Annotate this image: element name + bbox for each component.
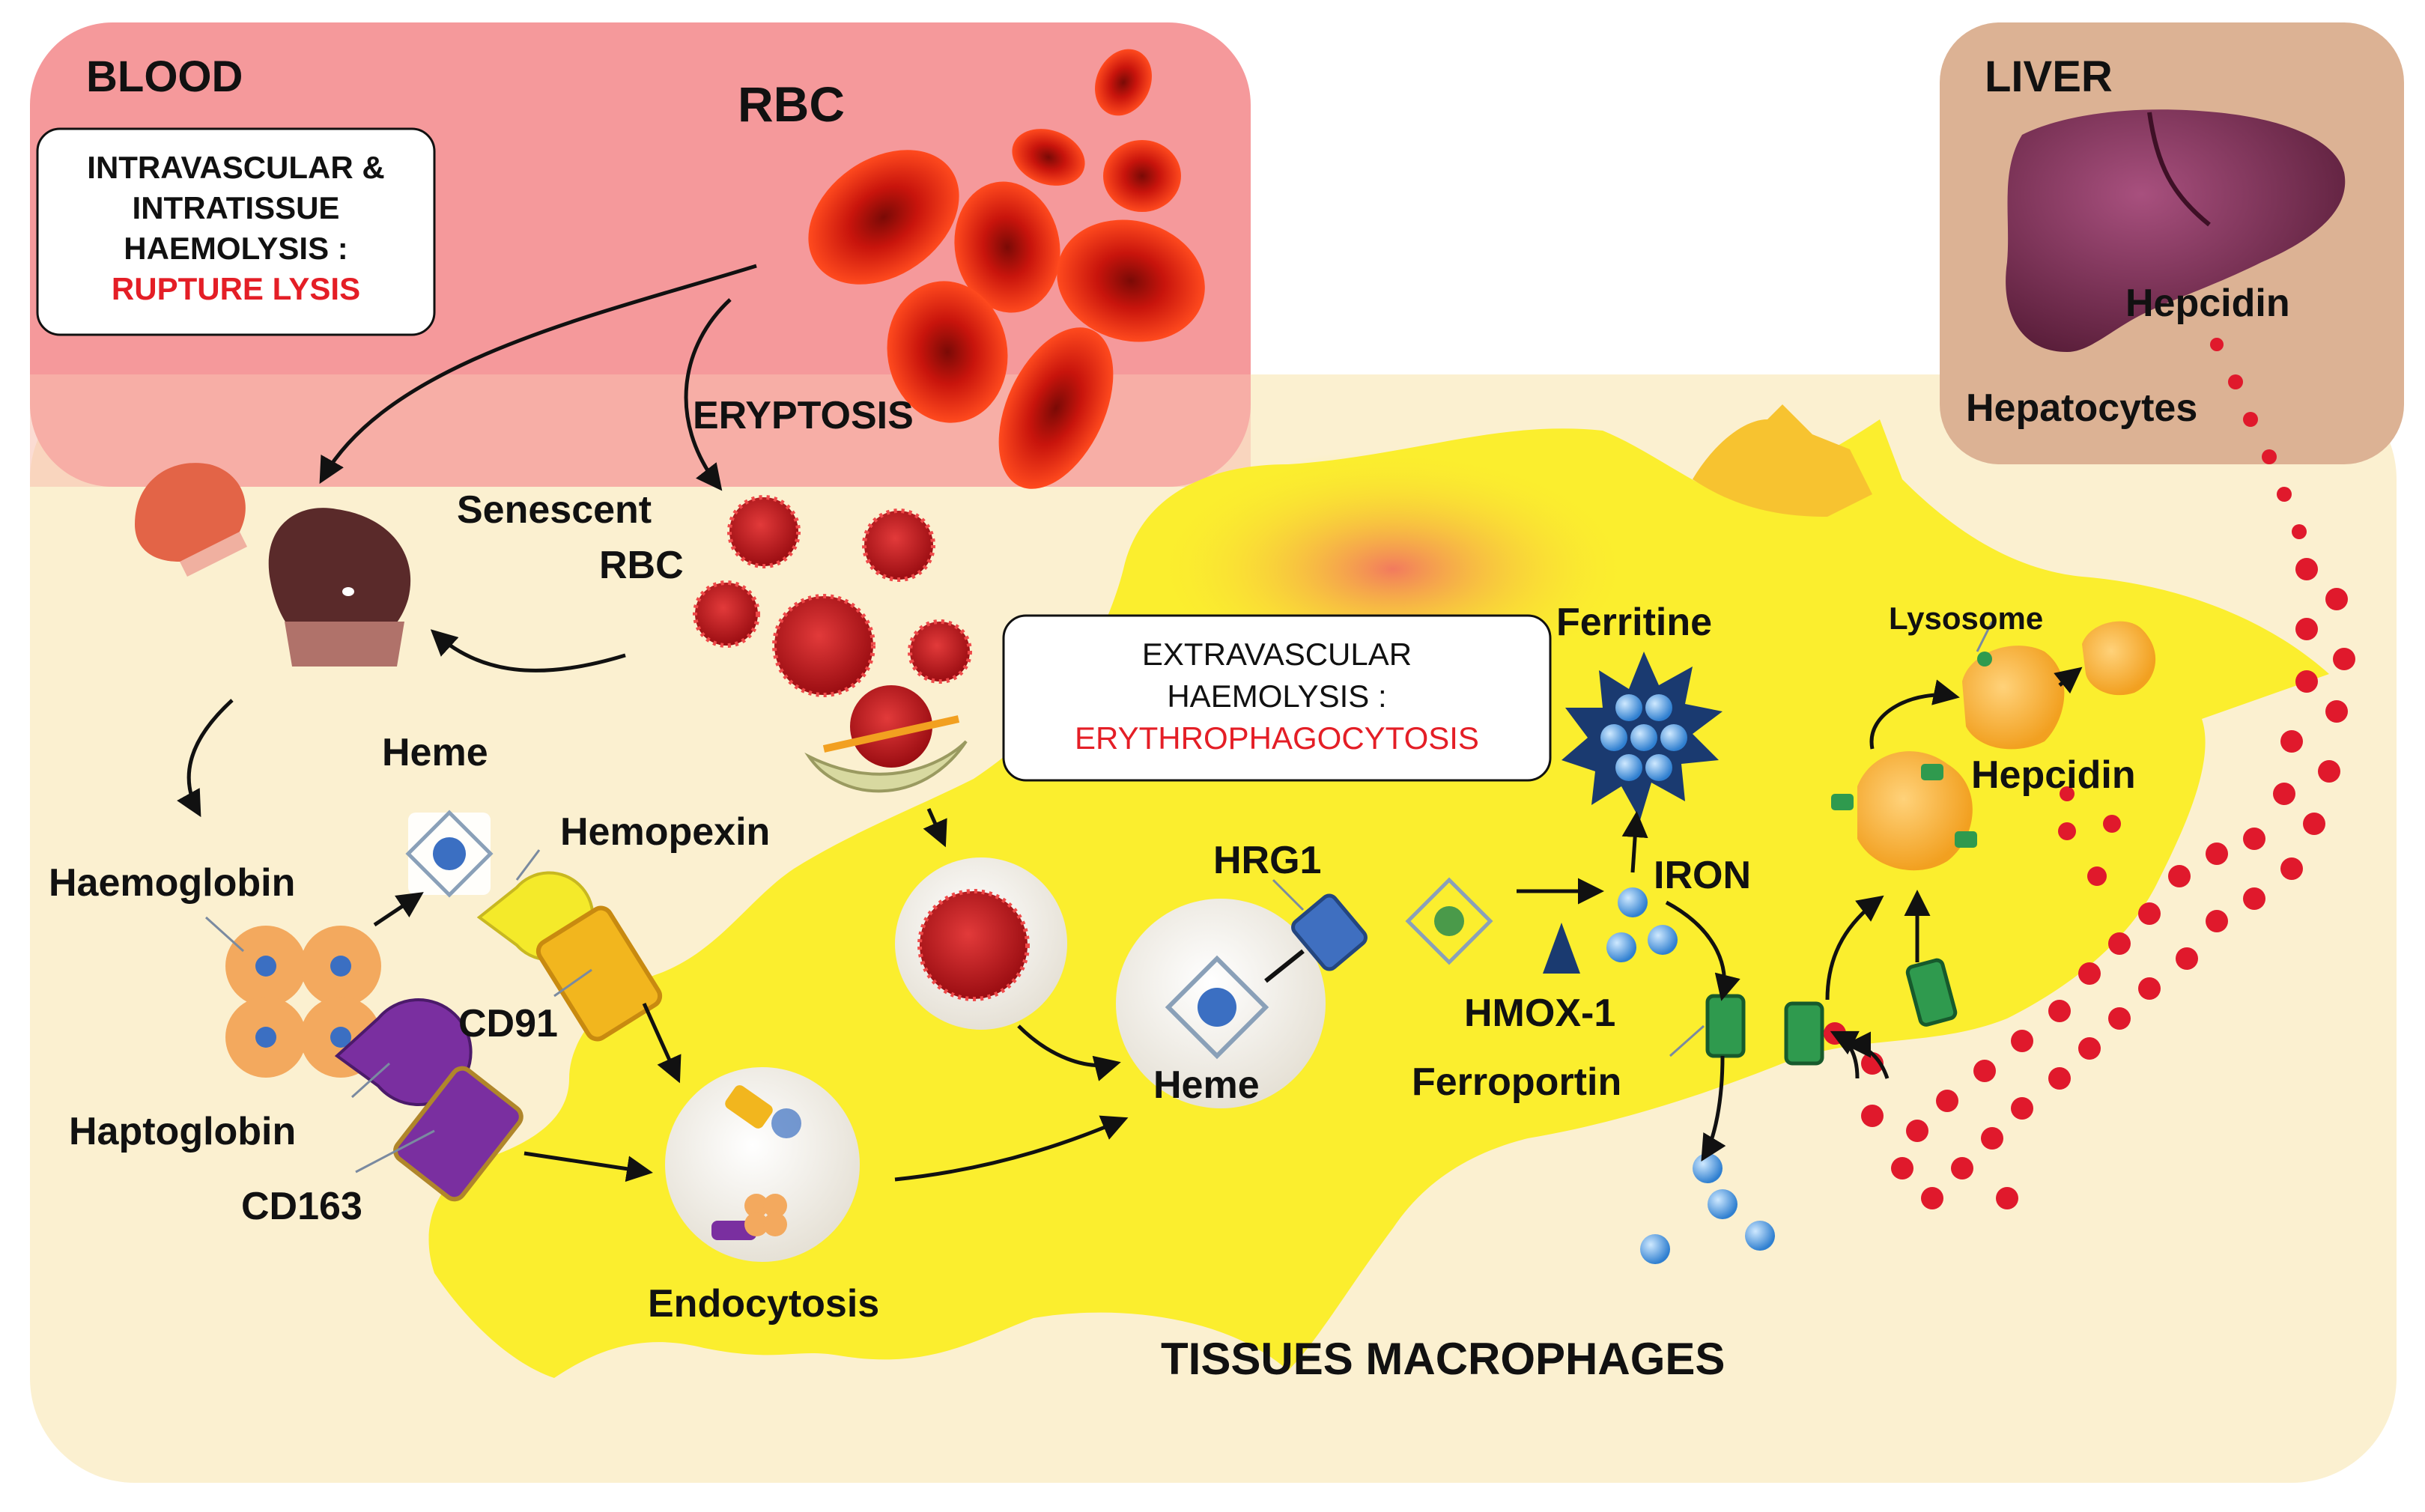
intravascular-box xyxy=(36,127,436,336)
hmox1-label: HMOX-1 xyxy=(1464,992,1615,1035)
lysosome-middle xyxy=(1962,646,2065,750)
hrg1-label: HRG1 xyxy=(1213,839,1321,882)
ferroportin-2 xyxy=(1784,1001,1824,1066)
lysosome-label: Lysosome xyxy=(1889,601,2043,636)
ferroportin-3 xyxy=(1905,958,1958,1027)
intravascular-line-3: HAEMOLYSIS : xyxy=(124,231,348,266)
leader-lines xyxy=(204,621,1994,1174)
phagosome-rbc xyxy=(917,889,1030,1001)
hmox1-triangle xyxy=(1543,923,1580,974)
eryptosis-label: ERYPTOSIS xyxy=(693,394,914,437)
heme-top-label: Heme xyxy=(382,731,488,774)
intravascular-line-2: INTRATISSUE xyxy=(133,190,340,225)
endocytosis-vesicle xyxy=(665,1067,860,1262)
hepcidin-trail xyxy=(2210,338,2307,539)
endocytosis-label: Endocytosis xyxy=(648,1282,879,1326)
extravascular-line-1: EXTRAVASCULAR xyxy=(1142,637,1412,672)
cd91-receptor xyxy=(535,905,663,1042)
cd91-label: CD91 xyxy=(458,1002,558,1045)
haptoglobin-label: Haptoglobin xyxy=(69,1110,296,1153)
liver-title: LIVER xyxy=(1985,52,2113,101)
senescent-rbc-cluster xyxy=(693,495,972,697)
exported-iron xyxy=(1640,1153,1775,1264)
haemoglobin-complex xyxy=(225,926,381,1078)
hepcidin-macrophage-label: Hepcidin xyxy=(1971,753,2136,797)
senescent-label: Senescent xyxy=(457,488,652,532)
lysosome-small xyxy=(2082,621,2156,696)
rbc-cluster xyxy=(808,49,1205,489)
liver-organ xyxy=(2006,109,2346,352)
ferritine-cluster xyxy=(1561,652,1723,820)
tissues-title: TISSUES MACROPHAGES xyxy=(1161,1334,1725,1384)
extravascular-box xyxy=(1002,614,1552,782)
rupture-lysis-label: RUPTURE LYSIS xyxy=(112,271,360,306)
ruptured-rbc xyxy=(135,463,411,667)
hepatocytes-label: Hepatocytes xyxy=(1966,386,2197,430)
heme-molecule-free xyxy=(1405,877,1493,965)
senescent-rbc-label: RBC xyxy=(599,544,684,587)
hepcidin-liver-label: Hepcidin xyxy=(2125,282,2290,325)
ferroportin-label: Ferroportin xyxy=(1412,1060,1621,1104)
hrg1-transporter xyxy=(1291,893,1368,971)
phagocytosis-cup xyxy=(804,685,968,793)
endocytosed-complexes xyxy=(711,1085,801,1240)
heme-vesicle-label: Heme xyxy=(1153,1063,1260,1107)
lysosome-loaded xyxy=(1831,751,1977,871)
blood-title: BLOOD xyxy=(86,52,243,101)
haptoglobin-shape xyxy=(334,998,473,1106)
macrophage-cell xyxy=(428,419,2329,1378)
hemopexin-label: Hemopexin xyxy=(560,810,770,854)
extravascular-line-2: HAEMOLYSIS : xyxy=(1167,678,1386,714)
heme-molecule-top xyxy=(405,810,494,898)
rbc-label: RBC xyxy=(738,76,845,132)
ferritine-label: Ferritine xyxy=(1556,601,1712,644)
haemoglobin-label: Haemoglobin xyxy=(49,861,295,905)
cell-protrusion xyxy=(1693,404,1872,517)
arrows xyxy=(177,264,2083,1182)
liver-fissure xyxy=(2147,112,2211,227)
iron-label: IRON xyxy=(1654,854,1751,897)
erythrophagocytosis-label: ERYTHROPHAGOCYTOSIS xyxy=(1075,720,1479,756)
intravascular-line-1: INTRAVASCULAR & xyxy=(87,150,384,185)
heme-molecule-vesicle xyxy=(1165,955,1269,1060)
cd163-label: CD163 xyxy=(241,1185,362,1228)
iron-cluster xyxy=(1606,887,1678,962)
hrg1-stem xyxy=(1264,949,1305,983)
cd163-receptor xyxy=(393,1066,523,1202)
ferroportin-1 xyxy=(1705,994,1746,1058)
